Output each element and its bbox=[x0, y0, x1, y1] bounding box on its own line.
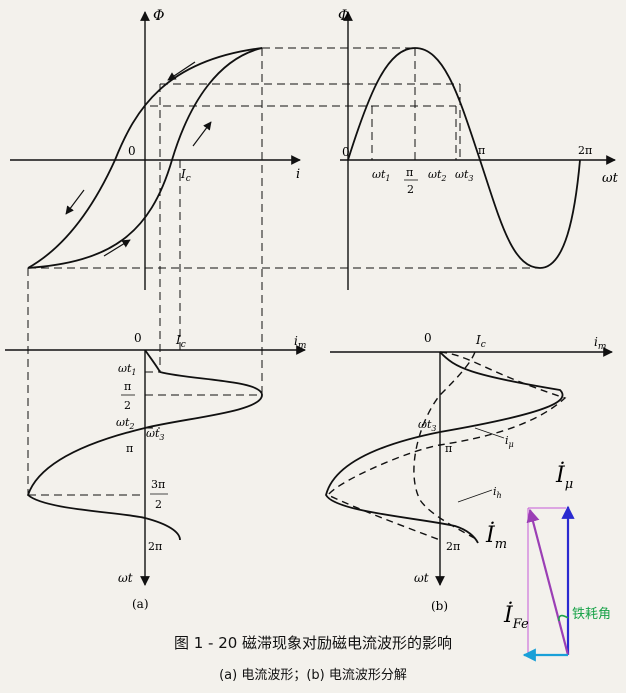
direction-arrow-right bbox=[192, 121, 212, 147]
i-axis-label: i bbox=[296, 167, 300, 182]
magnetizing-current-i-mu bbox=[326, 351, 567, 541]
tick-wt3-top: ωt3 bbox=[455, 168, 473, 183]
Ic-label-top: Ic bbox=[180, 167, 191, 184]
tick-wt2-top: ωt2 bbox=[428, 168, 446, 183]
iron-loss-angle-arc bbox=[558, 614, 569, 622]
tick-pi-right: π bbox=[445, 442, 452, 455]
tick-wt3-bottom: ωt3 bbox=[146, 427, 164, 442]
phasor-diagram: 铁耗角 İμ İm İFe bbox=[485, 461, 611, 662]
tick-2pi-top: 2π bbox=[578, 144, 592, 157]
figure-caption: 图 1 - 20 磁滞现象对励磁电流波形的影响 bbox=[173, 634, 453, 652]
I-mu-label: İμ bbox=[555, 461, 573, 492]
im-axis-label-right: im bbox=[594, 335, 606, 352]
hysteresis-current-i-h bbox=[413, 351, 479, 541]
projection-lines-top bbox=[27, 47, 540, 495]
wt-axis-label-top: ωt bbox=[602, 171, 619, 186]
tick-pi-over-2-bottom-num: π bbox=[124, 380, 131, 393]
tick-3pi-over-2-den: 2 bbox=[155, 498, 162, 511]
i-h-leader bbox=[457, 489, 493, 503]
figure-subcaption: (a) 电流波形；(b) 电流波形分解 bbox=[219, 668, 407, 683]
origin-label-bottom-right: 0 bbox=[424, 331, 432, 345]
i-mu-label: iμ bbox=[505, 434, 514, 449]
I-Fe-label: İFe bbox=[503, 601, 529, 632]
tick-wt3-right: ωt3 bbox=[418, 418, 436, 433]
tick-2pi-bottom: 2π bbox=[148, 540, 162, 553]
Ic-label-bottom-right: Ic bbox=[475, 333, 486, 350]
direction-arrow-bottom bbox=[103, 239, 131, 257]
hysteresis-upper-branch bbox=[27, 47, 263, 269]
i-mu-leader bbox=[474, 427, 505, 439]
i-h-label: ih bbox=[493, 485, 502, 500]
iron-loss-angle-label: 铁耗角 bbox=[572, 607, 611, 622]
tick-pi-over-2-top-num: π bbox=[406, 166, 413, 179]
direction-arrow-top bbox=[167, 61, 196, 81]
tick-pi-bottom: π bbox=[126, 442, 133, 455]
im-axis-label-left: im bbox=[294, 334, 306, 351]
panel-a-label: (a) bbox=[132, 597, 149, 611]
origin-label-left: 0 bbox=[128, 144, 136, 158]
I-m-label: İm bbox=[485, 521, 507, 552]
projection-lines-bottom-left bbox=[28, 371, 262, 496]
tick-pi-top: π bbox=[478, 144, 485, 157]
tick-2pi-right: 2π bbox=[446, 540, 460, 553]
direction-arrow-left bbox=[65, 189, 85, 215]
tick-wt1-bottom: ωt1 bbox=[118, 362, 136, 377]
flux-sine-curve bbox=[347, 47, 581, 269]
excitation-current-curve bbox=[26, 349, 263, 541]
I-m-phasor bbox=[526, 508, 570, 656]
tick-3pi-over-2-num: 3π bbox=[151, 478, 165, 491]
flux-sine-panel: Φ 0 ωt ωt1 π 2 ωt2 ωt3 π 2π bbox=[338, 8, 619, 290]
tick-wt2-bottom: ωt2 bbox=[116, 416, 134, 431]
current-waveform-panel: im 0 Ic ωt ωt1 π 2 ωt2 ωt3 π 3π 2 2π (a) bbox=[5, 331, 306, 611]
wt-axis-label-bottom-right: ωt bbox=[414, 571, 429, 585]
tick-wt1-top: ωt1 bbox=[372, 168, 390, 183]
tick-pi-over-2-top-den: 2 bbox=[407, 183, 414, 196]
phi-label-left: Φ bbox=[153, 8, 164, 24]
phi-label-right: Φ bbox=[338, 8, 349, 24]
hysteresis-lower-branch bbox=[27, 47, 263, 269]
wt-axis-label-bottom-left: ωt bbox=[118, 571, 133, 585]
current-decomposition-panel: im 0 Ic ωt ωt3 π 2π iμ ih (b) bbox=[325, 331, 613, 613]
Ic-label-bottom-left: Ic bbox=[175, 333, 186, 350]
tick-pi-over-2-bottom-den: 2 bbox=[124, 399, 131, 412]
panel-b-label: (b) bbox=[431, 599, 448, 613]
origin-label-bottom-left: 0 bbox=[134, 331, 142, 345]
hysteresis-loop-panel: Φ i 0 Ic bbox=[10, 8, 301, 290]
origin-label-right: 0 bbox=[342, 145, 350, 159]
